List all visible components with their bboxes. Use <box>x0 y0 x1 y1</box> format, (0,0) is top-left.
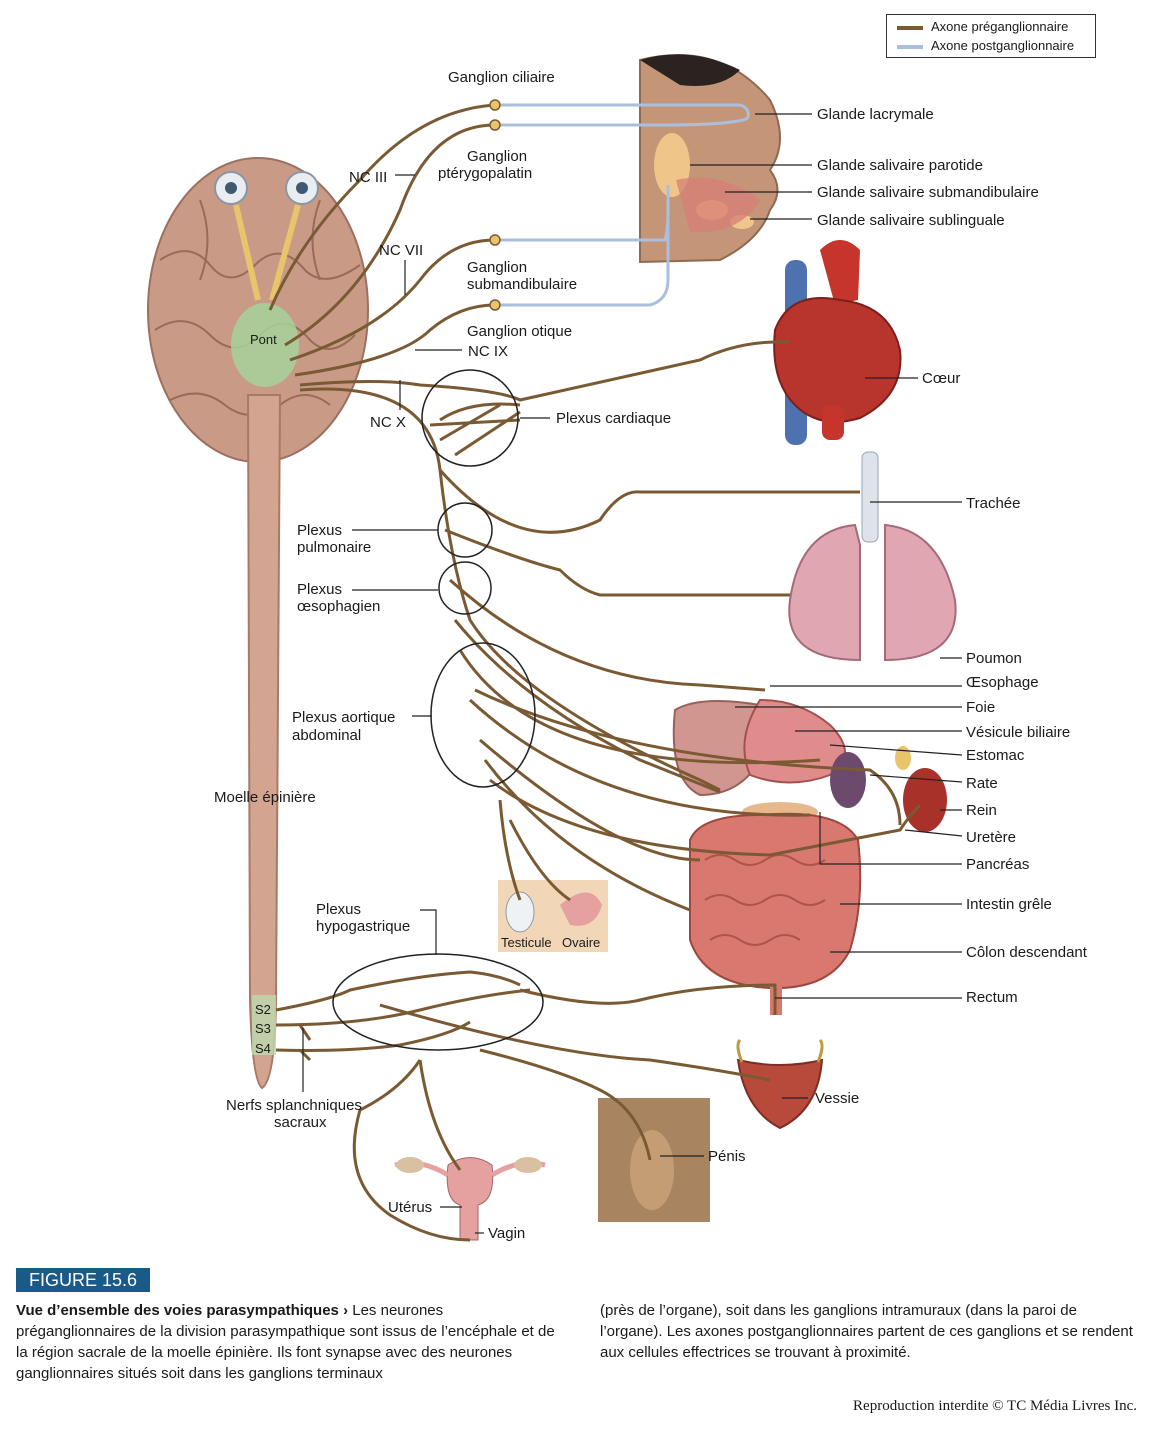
label-estomac: Estomac <box>966 747 1025 764</box>
label-nerfs-2: sacraux <box>274 1114 327 1131</box>
label-uterus: Utérus <box>388 1199 432 1216</box>
label-vagin: Vagin <box>488 1225 525 1242</box>
copyright-notice: Reproduction interdite © TC Média Livres… <box>853 1398 1137 1414</box>
bladder-illustration <box>736 1038 824 1130</box>
label-plexus-pulm-1: Plexus <box>297 522 342 539</box>
label-nerfs-1: Nerfs splanchniques <box>226 1097 362 1114</box>
label-ganglion-submand-2: submandibulaire <box>467 276 577 293</box>
head-illustration <box>639 54 781 264</box>
caption-column-2: (près de l’organe), soit dans les gangli… <box>600 1300 1140 1363</box>
label-s2: S2 <box>255 1002 271 1017</box>
ganglion-otique-dot <box>489 299 501 311</box>
label-nc9: NC IX <box>468 343 508 360</box>
label-rate: Rate <box>966 775 998 792</box>
legend-swatch-postganglionic <box>897 44 923 49</box>
label-plexus-hypo-1: Plexus <box>316 901 361 918</box>
caption-column-1: Vue d’ensemble des voies parasympathique… <box>16 1300 564 1384</box>
label-pont: Pont <box>250 332 277 347</box>
label-vesicule: Vésicule biliaire <box>966 724 1070 741</box>
preganglionic-axons <box>268 103 922 1242</box>
abdominal-organs <box>672 698 947 1015</box>
label-glande-subling: Glande salivaire sublinguale <box>817 212 1005 229</box>
label-ganglion-submand-1: Ganglion <box>467 259 527 276</box>
plexus-aortique-ellipse <box>430 642 536 788</box>
uterus-illustration <box>394 1157 546 1241</box>
label-pancreas: Pancréas <box>966 856 1029 873</box>
plexus-cardiaque-circle <box>421 369 519 467</box>
legend-label-preganglionic: Axone préganglionnaire <box>931 19 1069 34</box>
label-plexus-aort-1: Plexus aortique <box>292 709 395 726</box>
label-nc3: NC III <box>349 169 387 186</box>
caption-text-1: Les neurones préganglionnaires de la div… <box>16 1302 555 1382</box>
label-vessie: Vessie <box>815 1090 859 1107</box>
figure-number-badge: FIGURE 15.6 <box>16 1268 150 1292</box>
label-plexus-oeso-2: œsophagien <box>297 598 380 615</box>
label-glande-submand: Glande salivaire submandibulaire <box>817 184 1039 201</box>
spinal-cord <box>246 394 282 1090</box>
penis-illustration <box>598 1098 710 1222</box>
label-plexus-pulm-2: pulmonaire <box>297 539 371 556</box>
label-plexus-cardiaque: Plexus cardiaque <box>556 410 671 427</box>
legend-row-preganglionic: Axone préganglionnaire <box>897 18 1068 36</box>
label-plexus-oeso-1: Plexus <box>297 581 342 598</box>
label-plexus-aort-2: abdominal <box>292 727 361 744</box>
plexus-oesophagien-circle <box>438 561 492 615</box>
postganglionic-axons <box>500 103 750 307</box>
label-ganglion-pterygo-2: ptérygopalatin <box>438 165 532 182</box>
label-moelle: Moelle épinière <box>214 789 316 806</box>
label-coeur: Cœur <box>922 370 960 387</box>
label-glande-lacrymale: Glande lacrymale <box>817 106 934 123</box>
label-uretere: Uretère <box>966 829 1016 846</box>
parasympathetic-diagram: Ganglion ciliaire Ganglion ptérygopalati… <box>147 54 1088 1242</box>
legend: Axone préganglionnaire Axone postganglio… <box>886 14 1096 58</box>
ganglion-submand-dot <box>489 234 501 246</box>
caption-text-2: (près de l’organe), soit dans les gangli… <box>600 1302 1133 1361</box>
plexus-hypogastrique-ellipse <box>332 953 544 1051</box>
legend-swatch-preganglionic <box>897 25 923 30</box>
label-s4: S4 <box>255 1041 271 1056</box>
ganglion-pterygo-dot <box>489 119 501 131</box>
leader-lines <box>302 113 963 1234</box>
label-ganglion-pterygo-1: Ganglion <box>467 148 527 165</box>
label-s3: S3 <box>255 1021 271 1036</box>
ganglion-ciliaire-dot <box>489 99 501 111</box>
label-trachee: Trachée <box>966 495 1020 512</box>
label-penis: Pénis <box>708 1148 746 1165</box>
caption-title: Vue d’ensemble des voies parasympathique… <box>16 1302 339 1319</box>
label-nc7: NC VII <box>379 242 423 259</box>
label-testicule: Testicule <box>501 935 552 950</box>
label-nc10: NC X <box>370 414 406 431</box>
diagram-labels: Ganglion ciliaire Ganglion ptérygopalati… <box>214 69 1088 1242</box>
label-poumon: Poumon <box>966 650 1022 667</box>
label-ganglion-otique: Ganglion otique <box>467 323 572 340</box>
caption-arrow: › <box>343 1302 349 1319</box>
label-ganglion-ciliaire: Ganglion ciliaire <box>448 69 555 86</box>
legend-label-postganglionic: Axone postganglionnaire <box>931 38 1075 53</box>
label-plexus-hypo-2: hypogastrique <box>316 918 410 935</box>
label-rectum: Rectum <box>966 989 1018 1006</box>
label-ovaire: Ovaire <box>562 935 600 950</box>
label-foie: Foie <box>966 699 995 716</box>
label-intestin: Intestin grêle <box>966 896 1052 913</box>
lungs-illustration <box>788 451 957 662</box>
label-oesophage: Œsophage <box>966 674 1039 691</box>
label-colon: Côlon descendant <box>966 944 1088 961</box>
heart-illustration <box>773 240 902 445</box>
label-rein: Rein <box>966 802 997 819</box>
plexus-circles <box>332 369 544 1051</box>
legend-row-postganglionic: Axone postganglionnaire <box>897 37 1074 55</box>
label-glande-parotide: Glande salivaire parotide <box>817 157 983 174</box>
ganglia <box>489 99 501 311</box>
